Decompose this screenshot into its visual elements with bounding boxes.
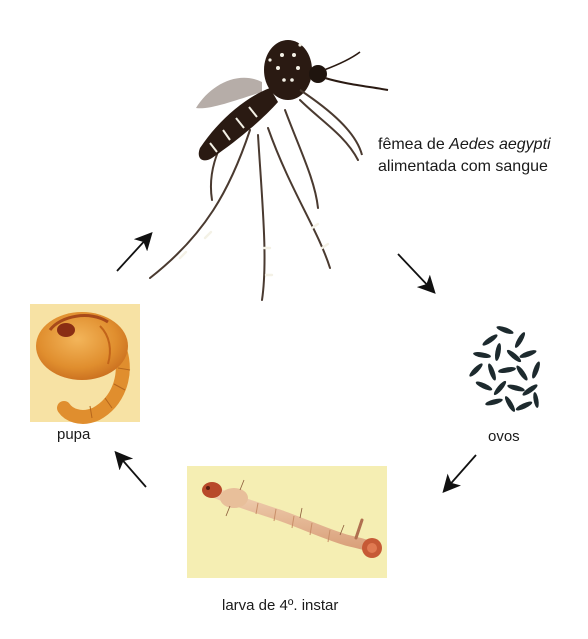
female-label-line1: fêmea de Aedes aegypti: [378, 134, 551, 156]
mosquito-icon: [150, 40, 388, 300]
female-label-prefix: fêmea de: [378, 136, 449, 153]
cycle-arrows: [117, 236, 476, 489]
eggs-icon: [468, 324, 542, 413]
species-name: Aedes aegypti: [449, 136, 550, 153]
arrow-eggs-to-larva: [446, 455, 476, 489]
arrow-larva-to-pupa: [118, 455, 146, 487]
female-label-line2: alimentada com sangue: [378, 156, 551, 178]
pupa-icon: [30, 304, 140, 422]
female-label: fêmea de Aedes aegypti alimentada com sa…: [378, 134, 551, 178]
eggs-label: ovos: [488, 428, 520, 445]
larva-label: larva de 4º. instar: [222, 597, 338, 614]
larva-icon: [187, 466, 387, 578]
arrow-pupa-to-female: [117, 236, 149, 271]
pupa-label: pupa: [57, 426, 90, 443]
arrow-female-to-eggs: [398, 254, 432, 290]
